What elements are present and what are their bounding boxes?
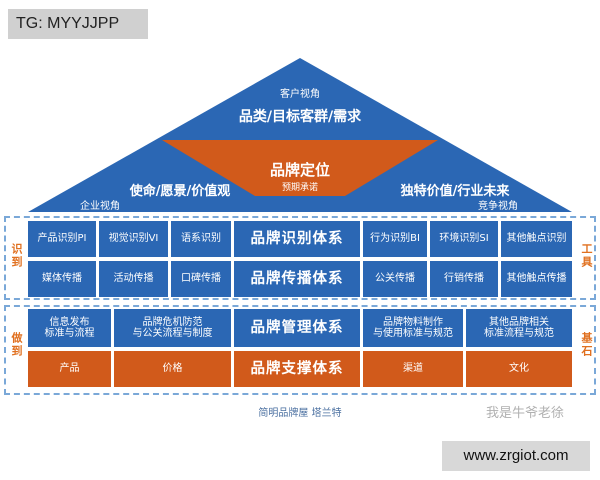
competitive-view-label: 竞争视角 [478, 201, 518, 212]
cell-channel: 渠道 [363, 351, 463, 387]
enterprise-view-label: 企业视角 [80, 201, 120, 212]
enterprise-view-main: 使命/愿景/价值观 [129, 184, 231, 199]
cell-brand-materials-standard: 品牌物料制作 与使用标准与规范 [363, 309, 463, 347]
positioning-trapezoid [162, 140, 438, 196]
cell-product-identity: 产品识别PI [28, 221, 96, 257]
weibo-watermark: 我是牛爷老徐 [486, 406, 565, 421]
customer-view-label: 客户视角 [280, 89, 320, 100]
positioning-sub: 预期承诺 [281, 183, 318, 193]
cell-media-communication: 媒体传播 [28, 261, 96, 297]
tg-tag: TG: MYYJJPP [8, 9, 148, 39]
cell-product: 产品 [28, 351, 111, 387]
side-label-do: 做到 [10, 332, 23, 358]
side-label-tools: 工具 [580, 243, 593, 269]
competitive-view-main: 独特价值/行业未来 [400, 184, 510, 199]
roof [28, 58, 572, 212]
cell-brand-identity-system: 品牌识别体系 [234, 221, 360, 257]
foundation-frame [4, 305, 596, 395]
diagram-caption: 简明品牌屋 塔兰特 [258, 408, 342, 419]
cell-brand-support-system: 品牌支撑体系 [234, 351, 360, 387]
cell-marketing-communication: 行销传播 [430, 261, 498, 297]
cell-word-of-mouth: 口碑传播 [171, 261, 231, 297]
cell-culture: 文化 [466, 351, 572, 387]
customer-view-main: 品类/目标客群/需求 [238, 109, 362, 125]
tools-frame [4, 216, 596, 300]
cell-behavior-identity: 行为识别BI [363, 221, 427, 257]
side-label-recognize: 识到 [10, 243, 23, 269]
cell-crisis-prevention: 品牌危机防范 与公关流程与制度 [114, 309, 231, 347]
cell-environment-identity: 环境识别SI [430, 221, 498, 257]
roof-triangle [28, 58, 572, 212]
cell-other-touchpoint-communication: 其他触点传播 [501, 261, 572, 297]
cell-visual-identity: 视觉识别VI [99, 221, 168, 257]
cell-event-communication: 活动传播 [99, 261, 168, 297]
cell-other-touchpoint-identity: 其他触点识别 [501, 221, 572, 257]
positioning-title: 品牌定位 [269, 161, 330, 179]
cell-info-release-standard: 信息发布 标准与流程 [28, 309, 111, 347]
cell-pr-communication: 公关传播 [363, 261, 427, 297]
cell-price: 价格 [114, 351, 231, 387]
cell-brand-communication-system: 品牌传播体系 [234, 261, 360, 297]
site-url-tag: www.zrgiot.com [442, 441, 590, 471]
cell-brand-management-system: 品牌管理体系 [234, 309, 360, 347]
side-label-foundation: 基石 [580, 332, 593, 358]
cell-language-identity: 语系识别 [171, 221, 231, 257]
cell-other-brand-standards: 其他品牌相关 标准流程与规范 [466, 309, 572, 347]
